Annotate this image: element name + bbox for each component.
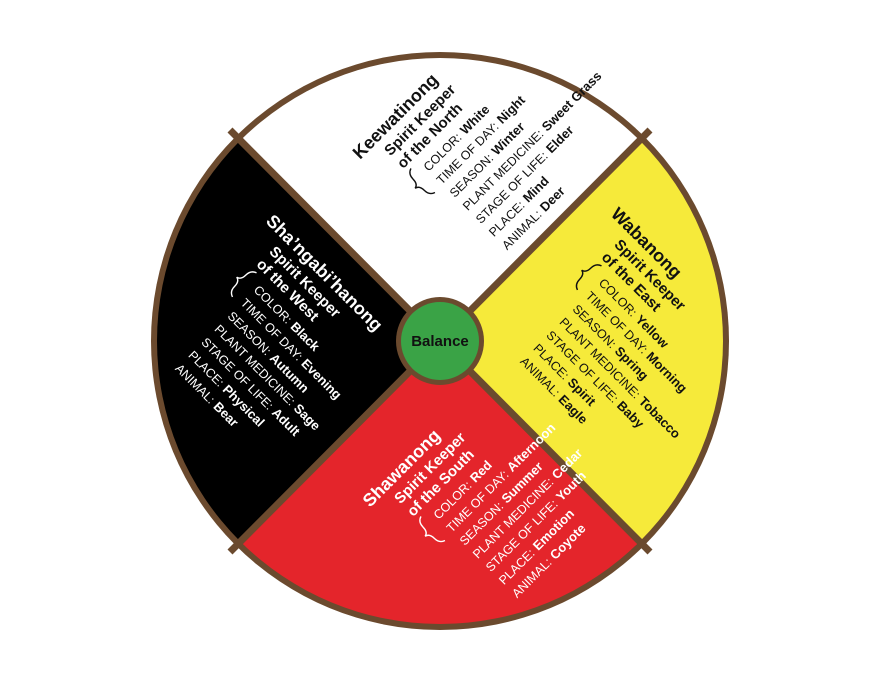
brace-decoration [419,516,446,543]
quadrant-wedges [157,57,723,624]
balance-disk [401,302,479,380]
brace-decoration [575,264,602,291]
balance-center: Balance [396,297,484,385]
wedge-north [239,57,641,341]
balance-label: Balance [411,333,469,350]
brace-decoration [409,168,436,195]
wedge-west [157,140,441,542]
brace-decoration [230,271,257,298]
wedge-east [440,140,723,542]
wedge-south [239,341,641,624]
